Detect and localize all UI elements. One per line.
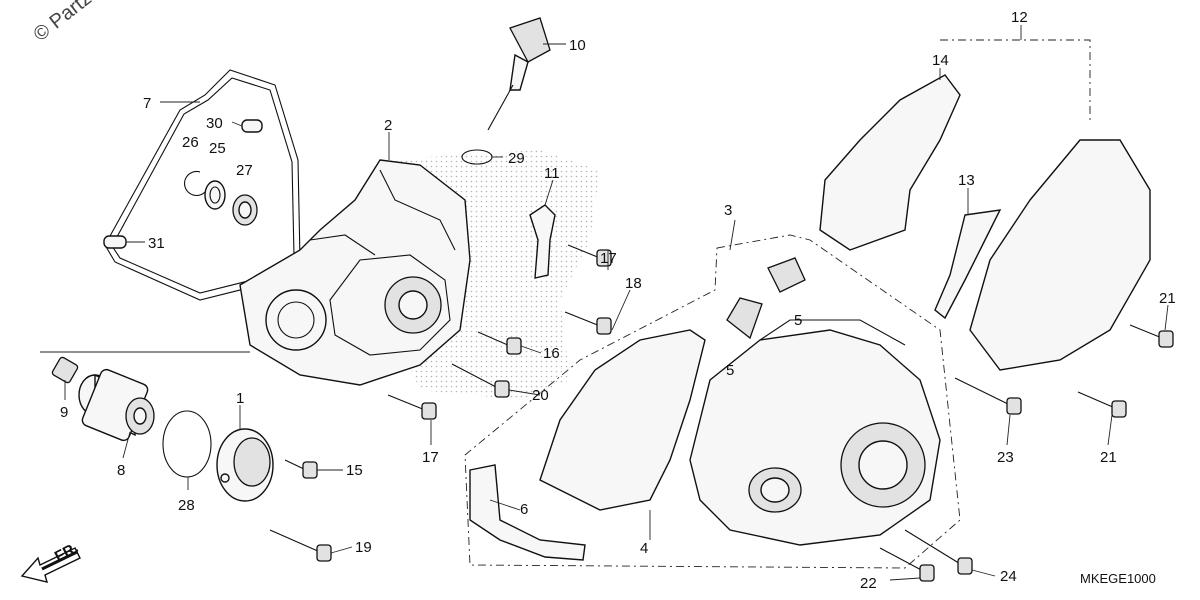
hose-clamp-bracket: [529, 204, 556, 279]
callout-3: 3: [724, 202, 732, 219]
sprocket-cover: [819, 74, 961, 251]
callout-5b: 5: [726, 362, 734, 379]
callout-18: 18: [625, 275, 642, 292]
bolt-24: [904, 529, 973, 575]
side-protector: [969, 139, 1151, 371]
callout-23: 23: [997, 449, 1014, 466]
callout-26: 26: [182, 134, 199, 151]
crankcase-gasket: [104, 69, 301, 301]
oil-seal: [204, 180, 226, 210]
oil-dipstick: [487, 17, 551, 131]
watermark: © Partzilla: [30, 0, 116, 46]
crankcase-cover-right: [689, 319, 941, 546]
callout-31: 31: [148, 235, 165, 252]
dowel-pin-30: [241, 119, 263, 133]
callout-2: 2: [384, 117, 392, 134]
oil-filter: [78, 368, 155, 442]
bolt-21b: [1077, 391, 1127, 418]
callout-22: 22: [860, 575, 877, 592]
callout-20: 20: [532, 387, 549, 404]
damper-pad-lower: [726, 297, 763, 340]
callout-12: 12: [1011, 9, 1028, 26]
crankcase-cover-left: [239, 159, 471, 386]
callout-4: 4: [640, 540, 648, 557]
bolt-20: [451, 363, 510, 398]
o-ring-28: [162, 410, 212, 478]
bolt-17b: [387, 394, 437, 420]
bolt-19: [269, 529, 332, 562]
callout-1: 1: [236, 390, 244, 407]
callout-10: 10: [569, 37, 586, 54]
callout-9: 9: [60, 404, 68, 421]
callout-14: 14: [932, 52, 949, 69]
oil-filter-cap: [216, 428, 274, 502]
callout-6: 6: [520, 501, 528, 518]
callout-5a: 5: [794, 312, 802, 329]
insulator-sheet: [539, 329, 706, 511]
bolt-22: [879, 547, 935, 582]
snap-ring: [183, 170, 206, 197]
bolt-18: [564, 311, 612, 335]
assembly-outline-3: [464, 234, 961, 569]
callout-17b: 17: [422, 449, 439, 466]
stud-bolt: [51, 356, 79, 384]
bolt-21a: [1129, 324, 1174, 348]
gasket-inner: [111, 77, 295, 294]
callout-7: 7: [143, 95, 151, 112]
assembly-outline-12: [940, 39, 1091, 120]
callout-19: 19: [355, 539, 372, 556]
callout-17a: 17: [600, 250, 617, 267]
diagram-code: MKEGE1000: [1080, 571, 1156, 586]
callout-8: 8: [117, 462, 125, 479]
callout-11: 11: [544, 165, 560, 182]
callout-29: 29: [508, 150, 525, 167]
callout-21a: 21: [1159, 290, 1176, 307]
callout-25: 25: [209, 140, 226, 157]
callout-13: 13: [958, 172, 975, 189]
callout-24: 24: [1000, 568, 1017, 585]
bolt-15: [284, 459, 318, 479]
dowel-pin-31: [103, 235, 127, 249]
callout-28: 28: [178, 497, 195, 514]
damper-pad-upper: [767, 257, 806, 293]
callout-30: 30: [206, 115, 223, 132]
callout-21b: 21: [1100, 449, 1117, 466]
bolt-17a: [567, 244, 612, 267]
callout-27: 27: [236, 162, 253, 179]
callout-16: 16: [543, 345, 560, 362]
bolt-23: [954, 377, 1022, 415]
front-direction-arrow: FR.: [20, 539, 81, 583]
cover-guard: [469, 464, 586, 561]
protector-bracket: [934, 209, 1002, 320]
callout-15: 15: [346, 462, 363, 479]
